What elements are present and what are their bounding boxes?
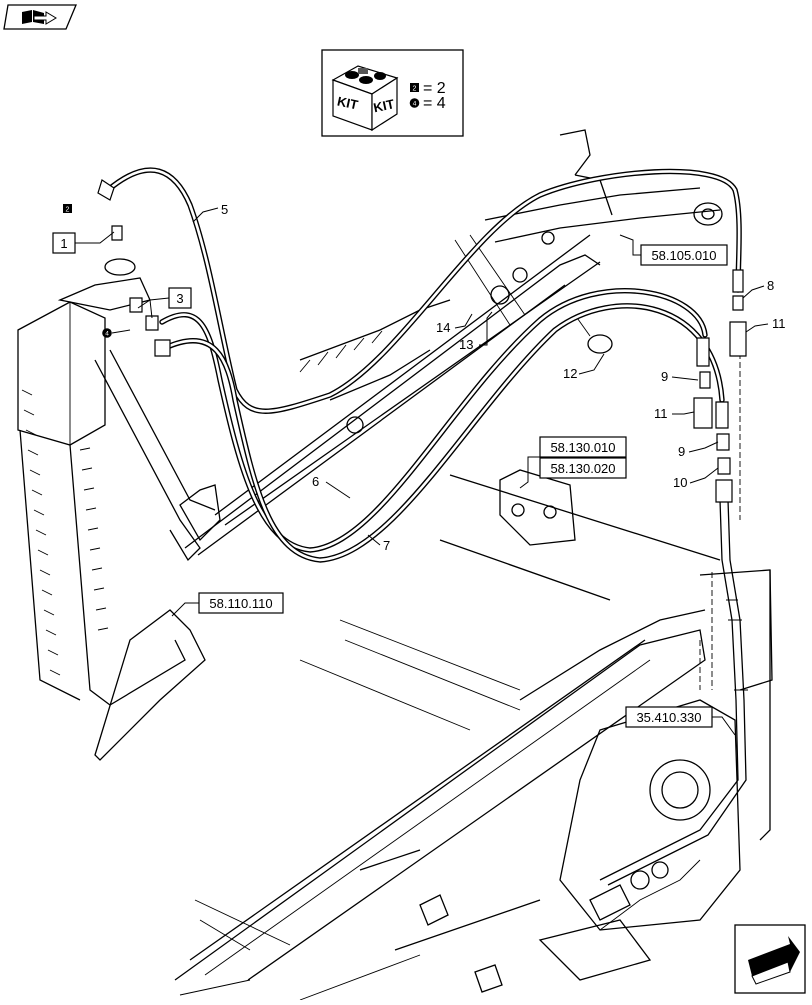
callout-3: 3 4 <box>102 287 192 338</box>
next-page-arrow-icon[interactable] <box>734 924 806 994</box>
square-marker-icon <box>63 204 72 213</box>
svg-text:2: 2 <box>66 207 70 214</box>
svg-text:4: 4 <box>105 331 109 338</box>
circle-marker-icon <box>102 328 112 338</box>
callout-12: 12 <box>563 353 605 381</box>
callout-13: 13 <box>459 311 493 352</box>
kit-label-left: KIT <box>336 93 360 112</box>
callout-9-upper: 9 <box>661 369 699 384</box>
circle-marker-icon <box>409 98 420 108</box>
sprocket-teeth <box>21 389 109 676</box>
ref-58-110-110-text: 58.110.110 <box>209 596 272 611</box>
callout-1: 2 1 <box>52 204 115 254</box>
ref-35-410-330[interactable]: 35.410.330 <box>625 706 736 736</box>
callout-10-text: 10 <box>673 475 687 490</box>
callout-5: 5 <box>192 202 228 223</box>
callout-12-text: 12 <box>563 366 577 381</box>
callout-9a-text: 9 <box>661 369 668 384</box>
ref-58-130-010[interactable]: 58.130.010 <box>539 436 627 458</box>
machine-frame-drawing <box>17 129 773 1001</box>
ref-58-130-020-text: 58.130.020 <box>550 461 615 476</box>
ref-58-130-010-text: 58.130.010 <box>550 440 615 455</box>
callout-11-left: 11 <box>654 406 695 421</box>
callout-11b-text: 11 <box>654 406 668 421</box>
square-marker-icon <box>410 83 419 92</box>
ref-58-110-110[interactable]: 58.110.110 <box>171 592 284 617</box>
square-count: = 2 <box>423 80 446 97</box>
callout-14: 14 <box>436 313 473 335</box>
callout-1-text: 1 <box>60 236 67 251</box>
circle-marker-text: 4 <box>413 101 417 108</box>
callout-10: 10 <box>673 467 719 490</box>
callout-11-right: 11 <box>745 316 786 333</box>
callout-3-text: 3 <box>176 291 183 306</box>
ref-58-105-010[interactable]: 58.105.010 <box>619 234 728 266</box>
kit-legend: KIT KIT 2 = 2 4 = 4 <box>321 49 464 137</box>
callout-8-text: 8 <box>767 278 774 293</box>
callout-14-text: 14 <box>436 320 450 335</box>
callout-6: 6 <box>312 474 351 499</box>
callout-11a-text: 11 <box>772 316 786 331</box>
ref-58-105-010-text: 58.105.010 <box>651 248 716 263</box>
hose-5 <box>105 167 742 414</box>
hose-7 <box>162 303 725 563</box>
callout-13-text: 13 <box>459 337 473 352</box>
callout-9b-text: 9 <box>678 444 685 459</box>
callout-8: 8 <box>742 278 774 299</box>
hose-fittings <box>97 179 747 503</box>
ref-35-410-330-text: 35.410.330 <box>636 710 701 725</box>
kit-label-right: KIT <box>372 96 396 115</box>
circle-count: = 4 <box>423 95 446 112</box>
callout-7: 7 <box>367 534 390 553</box>
callout-9-lower: 9 <box>678 441 719 459</box>
book-arrow-icon[interactable] <box>3 4 77 30</box>
kit-box-icon: KIT KIT <box>331 65 399 132</box>
ref-58-130-020[interactable]: 58.130.020 <box>519 456 627 489</box>
hose-6 <box>159 288 708 553</box>
callout-5-text: 5 <box>221 202 228 217</box>
callout-7-text: 7 <box>383 538 390 553</box>
callout-6-text: 6 <box>312 474 319 489</box>
square-marker-text: 2 <box>413 86 417 93</box>
